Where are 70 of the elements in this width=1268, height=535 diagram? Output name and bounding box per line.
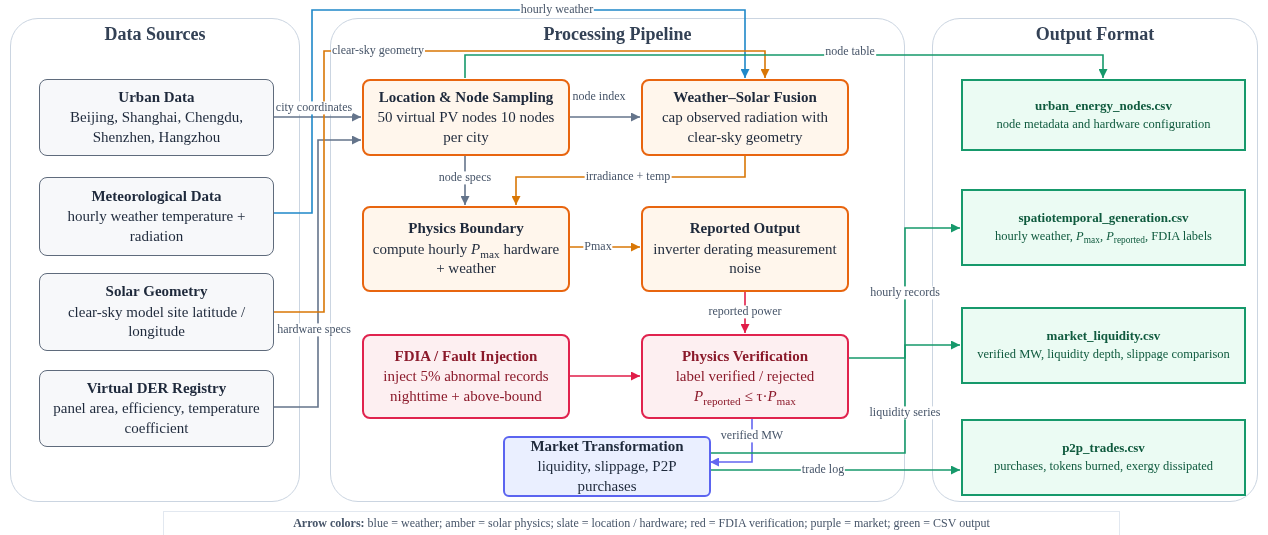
box-heading: FDIA / Fault Injection	[394, 346, 538, 366]
box-text: hourly weather, P$_{max}$, P$_{reported}$, FDIA labels	[995, 228, 1212, 245]
box-text: panel area, efficiency, temperature coefficient	[52, 399, 261, 438]
box-heading: Meteorological Data	[91, 186, 222, 206]
box-text: clear-sky model site latitude / longitude	[66, 302, 247, 342]
process-box	[362, 79, 570, 156]
edge-label: hourly records	[869, 286, 941, 300]
box-heading: Physics Verification	[681, 346, 809, 366]
arrow	[568, 112, 641, 122]
edge-label: irradiance + temp	[584, 170, 672, 184]
edge-label: hourly weather	[519, 3, 595, 17]
note-text: Arrow colors: blue = weather; amber = solar physics; slate = location / hardware; red = FDIA verification; purple = market; green = CSV output	[293, 516, 990, 531]
box-heading: Solar Geometry	[105, 282, 208, 302]
edge-label: hardware specs	[276, 323, 352, 337]
output-file-box	[961, 419, 1246, 496]
box-text: purchases, tokens burned, exergy dissipated	[993, 458, 1214, 475]
box-text: compute hourly P$_{max}$ hardware + weather	[372, 239, 560, 279]
arrow	[464, 54, 1108, 79]
edge-label: node specs	[437, 171, 493, 185]
arrow	[709, 340, 961, 454]
edge-label: city coordinates	[274, 101, 354, 115]
box-text: 50 virtual PV nodes 10 nodes per city	[376, 108, 556, 147]
edge-label: trade log	[800, 463, 846, 477]
box-heading: Physics Boundary	[408, 219, 524, 239]
box-text: label verified / rejected	[675, 367, 815, 387]
arrow	[709, 417, 753, 467]
box-text: inject 5% abnormal records nighttime + above-bound	[382, 367, 550, 406]
box-heading: Virtual DER Registry	[86, 378, 227, 398]
process-box	[641, 79, 849, 156]
box-heading: Location & Node Sampling	[378, 87, 554, 107]
box-text: cap observed radiation with clear-sky geometry	[660, 108, 830, 147]
arrow	[847, 223, 961, 359]
process-box	[362, 206, 570, 292]
process-box	[503, 436, 711, 497]
edge-label: reported power	[707, 305, 783, 319]
box-heading: Market Transformation	[530, 436, 684, 456]
box-text: liquidity, slippage, P2P purchases	[536, 457, 678, 496]
arrow	[272, 112, 362, 122]
box-text: hourly weather temperature + radiation	[66, 207, 247, 246]
arrow	[272, 135, 362, 408]
box-text: inverter derating measurement noise	[652, 239, 838, 279]
process-box	[641, 206, 849, 292]
process-box	[39, 79, 274, 156]
edge-label: liquidity series	[868, 406, 942, 420]
box-heading: Weather–Solar Fusion	[673, 87, 817, 107]
box-text: P$_{reported}$ ≤ τ·P$_{max}$	[694, 386, 796, 407]
box-heading: spatiotemporal_generation.csv	[1018, 210, 1189, 228]
arrow	[568, 371, 641, 381]
output-file-box	[961, 79, 1246, 151]
process-box	[39, 273, 274, 351]
box-heading: urban_energy_nodes.csv	[1035, 97, 1172, 115]
box-heading: Urban Data	[118, 87, 195, 107]
box-text: node metadata and hardware configuration	[996, 115, 1211, 133]
edge-label: node table	[824, 45, 876, 59]
box-heading: market_liquidity.csv	[1046, 328, 1161, 346]
box-heading: p2p_trades.csv	[1062, 440, 1145, 458]
box-text: verified MW, liquidity depth, slippage comparison	[977, 346, 1230, 363]
box-text: Beijing, Shanghai, Chengdu, Shenzhen, Hangzhou	[69, 108, 244, 147]
panel-title: Processing Pipeline	[542, 24, 693, 45]
process-box	[39, 370, 274, 447]
output-file-box	[961, 307, 1246, 384]
edge-label: clear-sky geometry	[330, 44, 426, 58]
process-box	[641, 334, 849, 419]
edge-label: verified MW	[719, 429, 785, 443]
process-box	[362, 334, 570, 419]
panel-title: Output Format	[1034, 24, 1156, 45]
output-file-box	[961, 189, 1246, 266]
process-box	[39, 177, 274, 256]
box-heading: Reported Output	[689, 219, 801, 239]
panel-title: Data Sources	[103, 24, 207, 45]
